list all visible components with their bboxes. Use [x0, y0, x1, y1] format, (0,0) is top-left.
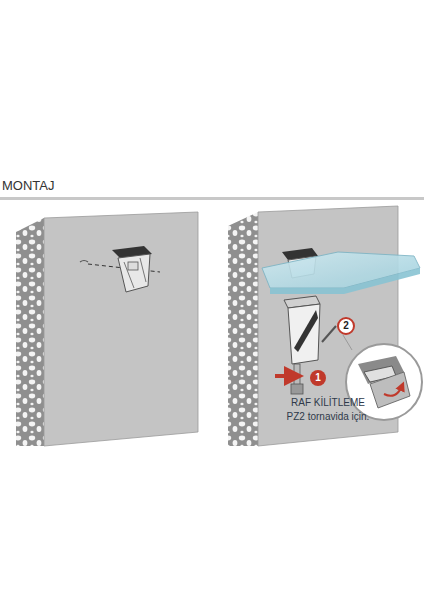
callout-circle [338, 318, 354, 334]
callout-circle [310, 370, 326, 386]
header-rule [0, 197, 424, 200]
note-text: PZ2 tornavida için. [287, 411, 370, 423]
left-panel [16, 212, 198, 446]
section-title: MONTAJ [2, 179, 54, 194]
detail-inset [346, 344, 422, 420]
callout-number: 2 [343, 320, 349, 332]
glass-shelf [262, 252, 420, 288]
callout-number: 1 [315, 372, 321, 384]
note-heading: RAF KİLİTLEME [291, 397, 365, 409]
right-panel [228, 206, 422, 446]
